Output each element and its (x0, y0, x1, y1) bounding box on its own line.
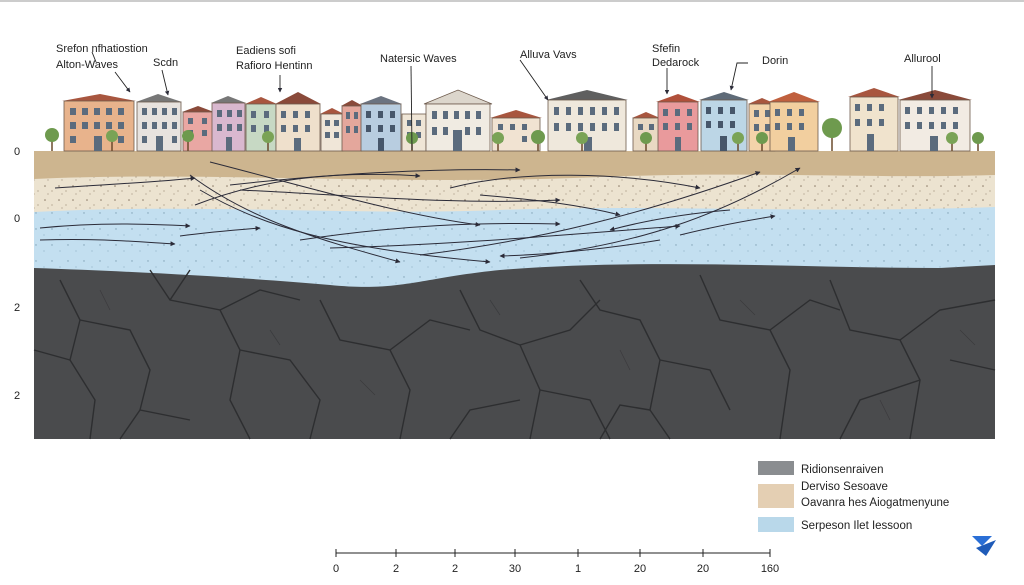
legend-label: Derviso Sesoave (801, 481, 888, 493)
scale-label: 2 (393, 563, 399, 575)
trees (45, 118, 984, 151)
brand-logo-icon (972, 536, 996, 556)
town-skyline (45, 88, 984, 152)
flow-arrow (609, 209, 731, 232)
annotation-leaders (91, 51, 935, 151)
bedrock-cracks (33, 269, 996, 440)
flow-arrow (209, 161, 481, 227)
flow-arrow (299, 221, 561, 241)
depth-label: 2 (14, 390, 20, 402)
flow-arrow (229, 167, 521, 186)
annotation-label: Dorin (762, 55, 788, 67)
building (341, 105, 363, 152)
flow-arrow (39, 223, 191, 229)
legend-label: Ridionsenraiven (801, 464, 883, 476)
flow-arrow (39, 238, 176, 247)
flow-arrow (329, 223, 681, 249)
depth-label: 0 (14, 146, 20, 158)
annotation-label: Allurool (904, 53, 941, 65)
depth-label: 0 (14, 213, 20, 225)
annotation-label: Eadiens sofi (236, 45, 296, 57)
groundwater-flow-arrows (39, 161, 801, 265)
annotation-label: Dedarock (652, 57, 700, 69)
scale-label: 30 (509, 563, 521, 575)
flow-arrow (179, 225, 261, 237)
depth-axis: 0 0 2 2 (14, 146, 20, 402)
scale-label: 1 (575, 563, 581, 575)
flow-arrow (239, 189, 561, 203)
soil-layer (34, 151, 995, 180)
flow-arrow (54, 176, 196, 189)
scale-label: 160 (761, 563, 779, 575)
flow-arrow (449, 174, 701, 190)
scale-label: 0 (333, 563, 339, 575)
flow-arrow (519, 167, 801, 259)
bedrock-layer (34, 260, 995, 439)
legend-label: Serpeson Ilet Iessoon (801, 520, 912, 532)
legend-swatch (758, 484, 794, 508)
building (320, 113, 344, 152)
flow-arrow (189, 174, 401, 264)
flow-arrow (679, 214, 776, 236)
flow-arrow (419, 171, 761, 256)
flow-arrow (199, 189, 491, 265)
flow-arrow (194, 173, 421, 206)
legend-label: Oavanra hes Aiogatmenyune (801, 497, 949, 509)
annotation-label: Natersic Waves (380, 53, 457, 65)
legend: Ridionsenraiven Derviso Sesoave Oavanra … (758, 461, 949, 532)
annotation-label: Alluva Vavs (520, 49, 577, 61)
scale-bar: 0 2 2 30 1 20 20 160 (333, 549, 779, 575)
annotation-label: Scdn (153, 57, 178, 69)
annotation-label: Alton-Waves (56, 59, 118, 71)
annotation-label: Srefon nfhatiostion (56, 43, 148, 55)
scale-label: 2 (452, 563, 458, 575)
legend-swatch (758, 461, 794, 475)
scale-label: 20 (697, 563, 709, 575)
annotation-label: Rafioro Hentinn (236, 60, 312, 72)
building (245, 103, 277, 152)
flow-arrow (479, 194, 621, 217)
scale-label: 20 (634, 563, 646, 575)
annotation-label: Sfefin (652, 43, 680, 55)
annotations: Srefon nfhatiostion Alton-Waves Scdn Ead… (56, 43, 941, 72)
ground-cross-section (33, 151, 996, 440)
flow-arrow (499, 239, 661, 259)
legend-swatch (758, 517, 794, 532)
depth-label: 2 (14, 302, 20, 314)
